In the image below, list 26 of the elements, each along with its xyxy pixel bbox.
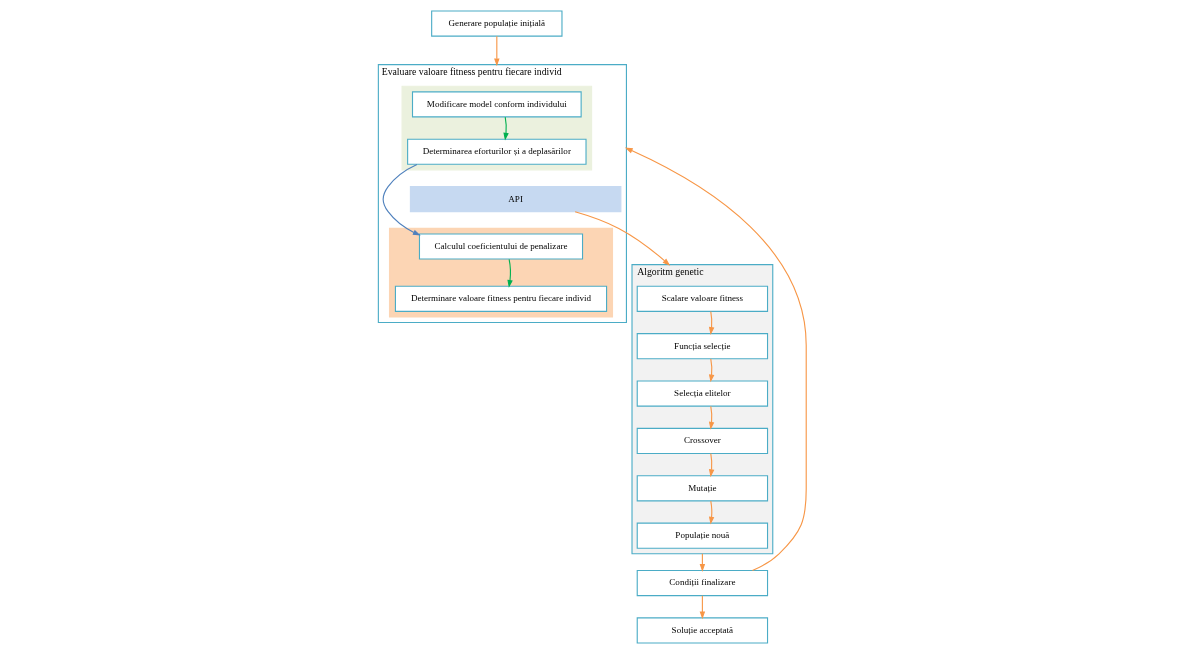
node-box: Mutație — [636, 475, 769, 502]
node-box: Determinarea eforturilor și a deplasărilor — [407, 138, 587, 165]
node-box: Populație nouă — [636, 522, 769, 549]
node-box: Scalare valoare fitness — [636, 285, 769, 312]
arrow — [494, 35, 500, 67]
node-box: Funcția selecție — [636, 333, 769, 360]
arrow — [708, 500, 715, 525]
arrow — [708, 311, 715, 335]
node-box: Crossover — [636, 427, 769, 455]
arrow — [708, 453, 715, 478]
arrow — [382, 163, 421, 236]
node-box: Selecția elitelor — [636, 380, 769, 407]
arrow — [574, 211, 671, 266]
node-box: Condiții finalizare — [636, 570, 769, 597]
node-box: Modificare model conform individului — [411, 91, 582, 118]
node-box: Calculul coeficientului de penalizare — [418, 233, 584, 260]
arrow — [708, 405, 715, 430]
arrow — [503, 116, 509, 141]
arrow — [708, 358, 715, 383]
node-box: Generare populație inițială — [431, 10, 563, 37]
arrow — [507, 258, 513, 288]
node-box: Determinare valoare fitness pentru fiecare individ — [394, 285, 608, 312]
arrow — [624, 147, 807, 572]
node-box: API — [409, 186, 622, 213]
node-box: Soluție acceptată — [636, 617, 769, 644]
cluster — [401, 85, 593, 171]
